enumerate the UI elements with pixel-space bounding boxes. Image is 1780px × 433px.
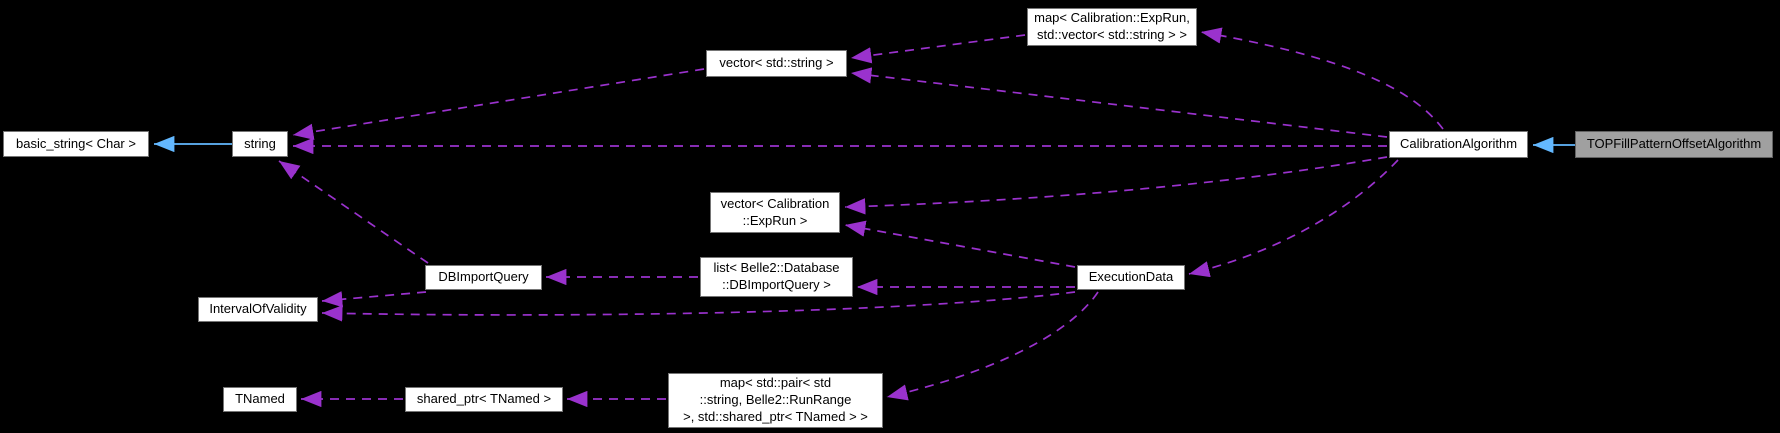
edge-map_exprun-to-vector_string: [850, 34, 1026, 64]
edge-dbimportquery-to-intervalofvalidity: [321, 291, 427, 308]
node-list-belle2-database-dbimportquery[interactable]: list< Belle2::Database ::DBImportQuery >: [700, 257, 853, 297]
edge-calibrationalgorithm-to-map_exprun: [1200, 27, 1444, 130]
node-calibration-algorithm[interactable]: CalibrationAlgorithm: [1389, 131, 1528, 158]
node-map-pair-runrange-shared-ptr-tnamed[interactable]: map< std::pair< std ::string, Belle2::Ru…: [668, 373, 883, 428]
edge-calibrationalgorithm-to-vector_exprun: [844, 156, 1388, 215]
node-executiondata[interactable]: ExecutionData: [1077, 265, 1185, 290]
node-topfillpatternoffsetalgorithm: TOPFillPatternOffsetAlgorithm: [1575, 131, 1773, 158]
edge-vector_string-to-string: [292, 68, 705, 140]
node-string[interactable]: string: [232, 131, 288, 157]
node-tnamed[interactable]: TNamed: [223, 387, 297, 412]
node-map-exprun-vector-string[interactable]: map< Calibration::ExpRun, std::vector< s…: [1027, 8, 1197, 46]
node-vector-calibration-exprun[interactable]: vector< Calibration ::ExpRun >: [710, 192, 840, 233]
edge-executiondata-to-map_pair: [886, 291, 1099, 401]
node-shared-ptr-tnamed[interactable]: shared_ptr< TNamed >: [405, 387, 563, 412]
node-dbimportquery[interactable]: DBImportQuery: [425, 265, 542, 290]
node-basic-string[interactable]: basic_string< Char >: [3, 131, 149, 157]
node-vector-std-string[interactable]: vector< std::string >: [706, 50, 847, 77]
edge-executiondata-to-vector_exprun: [844, 220, 1076, 268]
edge-calibrationalgorithm-to-executiondata: [1188, 159, 1399, 278]
edge-dbimportquery-to-string: [278, 160, 429, 264]
node-intervalofvalidity[interactable]: IntervalOfValidity: [198, 297, 318, 322]
edge-calibrationalgorithm-to-vector_string: [850, 67, 1388, 138]
edge-executiondata-to-intervalofvalidity: [321, 291, 1076, 322]
